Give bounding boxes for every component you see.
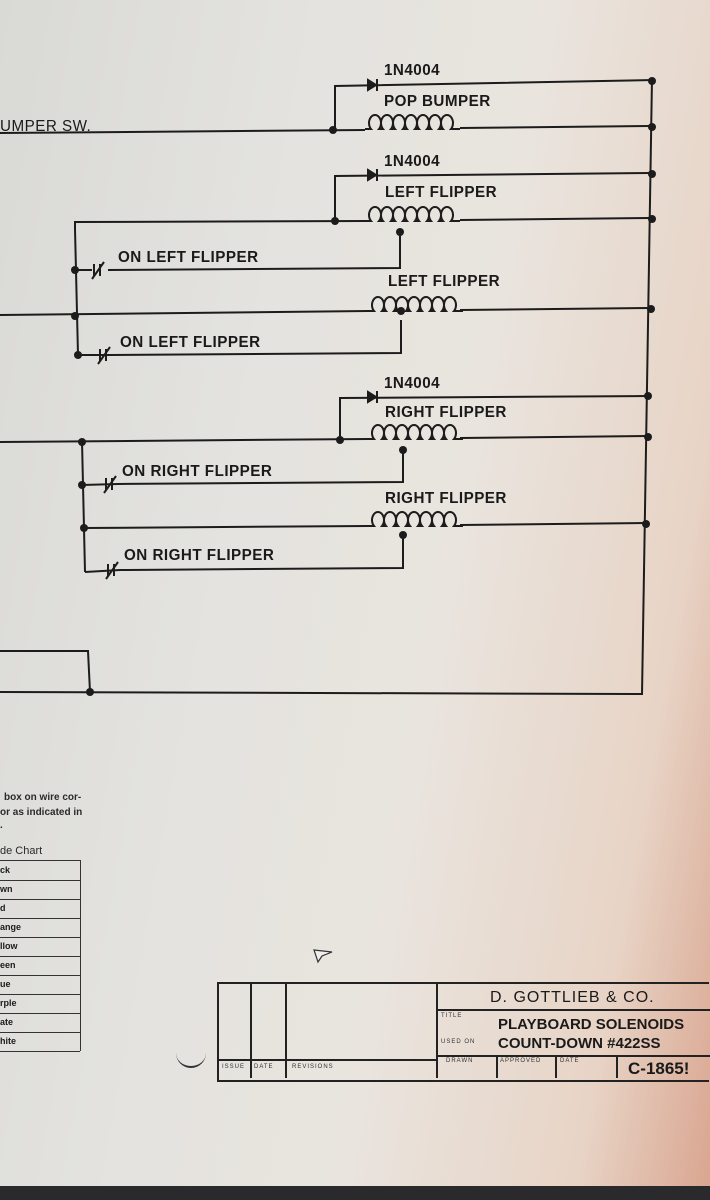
solenoid-coil-icon bbox=[368, 511, 463, 527]
wire bbox=[459, 125, 653, 129]
wire bbox=[78, 320, 402, 356]
junction-dot bbox=[648, 77, 656, 85]
wire bbox=[0, 691, 643, 695]
wire bbox=[459, 522, 647, 526]
switch-label: ON RIGHT FLIPPER bbox=[122, 463, 273, 480]
junction-dot bbox=[78, 481, 86, 489]
color-chart-row: een bbox=[0, 956, 80, 976]
wire bbox=[0, 438, 369, 443]
wire bbox=[459, 217, 652, 221]
junction-dot bbox=[78, 438, 86, 446]
note-text: or as indicated in bbox=[0, 807, 83, 818]
wire bbox=[459, 307, 651, 311]
solenoid-coil-icon bbox=[365, 114, 460, 130]
title-label: TITLE bbox=[441, 1013, 463, 1019]
coil-label: RIGHT FLIPPER bbox=[385, 490, 507, 507]
switch-contact-icon bbox=[105, 561, 119, 580]
junction-dot bbox=[80, 524, 88, 532]
junction-dot bbox=[397, 307, 405, 315]
diode-icon bbox=[367, 390, 378, 404]
junction-dot bbox=[396, 228, 404, 236]
diode-icon bbox=[367, 78, 378, 92]
mouse-cursor-icon bbox=[313, 949, 333, 964]
coil-label: POP BUMPER bbox=[384, 93, 491, 110]
diode-wire bbox=[339, 395, 649, 440]
approved-label: APPROVED bbox=[500, 1058, 542, 1064]
color-chart-row: llow bbox=[0, 937, 80, 957]
drawn-label: DRAWN bbox=[446, 1058, 474, 1064]
color-chart-row: d bbox=[0, 899, 80, 919]
used-on-label: USED ON bbox=[441, 1039, 476, 1045]
junction-dot bbox=[642, 520, 650, 528]
right-rail-wire bbox=[641, 77, 653, 696]
diode-label: 1N4004 bbox=[384, 62, 441, 79]
junction-dot bbox=[71, 312, 79, 320]
wire bbox=[81, 440, 86, 573]
junction-dot bbox=[399, 446, 407, 454]
solenoid-coil-icon bbox=[368, 424, 463, 440]
color-chart-row: rple bbox=[0, 994, 80, 1014]
junction-dot bbox=[399, 531, 407, 539]
junction-dot bbox=[336, 436, 344, 444]
junction-dot bbox=[647, 305, 655, 313]
drawing-number: C-1865! bbox=[628, 1059, 690, 1078]
color-chart-row: ue bbox=[0, 975, 80, 995]
switch-label: ON LEFT FLIPPER bbox=[120, 334, 261, 351]
switch-contact-icon bbox=[91, 261, 105, 280]
issue-col-label: ISSUE bbox=[222, 1064, 246, 1070]
switch-contact-icon bbox=[103, 475, 117, 494]
junction-dot bbox=[331, 217, 339, 225]
color-chart-row: hite bbox=[0, 1032, 80, 1052]
revisions-col-label: REVISIONS bbox=[292, 1064, 334, 1070]
company-name: D. GOTTLIEB & CO. bbox=[490, 989, 655, 1006]
bumper-switch-label: UMPER SW. bbox=[0, 118, 92, 135]
date-label: DATE bbox=[560, 1058, 580, 1064]
coil-label: RIGHT FLIPPER bbox=[385, 404, 507, 421]
date-col-label: DATE bbox=[254, 1064, 274, 1070]
diode-icon bbox=[367, 168, 378, 182]
wire bbox=[74, 220, 366, 229]
junction-dot bbox=[644, 392, 652, 400]
switch-contact-icon bbox=[97, 346, 111, 365]
used-on-value: COUNT-DOWN #422SS bbox=[498, 1035, 661, 1052]
wire bbox=[0, 650, 91, 693]
junction-dot bbox=[648, 123, 656, 131]
diode-wire bbox=[334, 79, 656, 130]
color-chart-row: wn bbox=[0, 880, 80, 900]
junction-dot bbox=[329, 126, 337, 134]
color-chart-title: de Chart bbox=[0, 845, 43, 857]
switch-label: ON LEFT FLIPPER bbox=[118, 249, 259, 266]
junction-dot bbox=[644, 433, 652, 441]
diode-label: 1N4004 bbox=[384, 153, 441, 170]
wire bbox=[0, 310, 369, 316]
coil-label: LEFT FLIPPER bbox=[388, 273, 501, 290]
coil-label: LEFT FLIPPER bbox=[385, 184, 498, 201]
pen-mark bbox=[176, 1052, 206, 1068]
diode-wire bbox=[334, 172, 653, 221]
junction-dot bbox=[71, 266, 79, 274]
solenoid-coil-icon bbox=[365, 206, 460, 222]
wire bbox=[83, 525, 369, 529]
wire bbox=[74, 228, 79, 356]
diode-label: 1N4004 bbox=[384, 375, 441, 392]
wire bbox=[81, 450, 404, 486]
note-text: . bbox=[0, 820, 3, 831]
switch-label: ON RIGHT FLIPPER bbox=[124, 547, 275, 564]
wire bbox=[459, 435, 649, 439]
drawing-title: PLAYBOARD SOLENOIDS bbox=[498, 1016, 685, 1033]
junction-dot bbox=[74, 351, 82, 359]
monitor-bezel bbox=[0, 1186, 710, 1200]
note-text: box on wire cor- bbox=[4, 792, 82, 803]
wire bbox=[84, 535, 404, 573]
solenoid-coil-icon bbox=[368, 296, 463, 312]
color-chart-row: ck bbox=[0, 861, 80, 881]
wire bbox=[107, 232, 401, 271]
color-chart-row: ate bbox=[0, 1013, 80, 1033]
junction-dot bbox=[648, 170, 656, 178]
junction-dot bbox=[86, 688, 94, 696]
color-chart-row: ange bbox=[0, 918, 80, 938]
junction-dot bbox=[648, 215, 656, 223]
wire bbox=[0, 129, 366, 134]
